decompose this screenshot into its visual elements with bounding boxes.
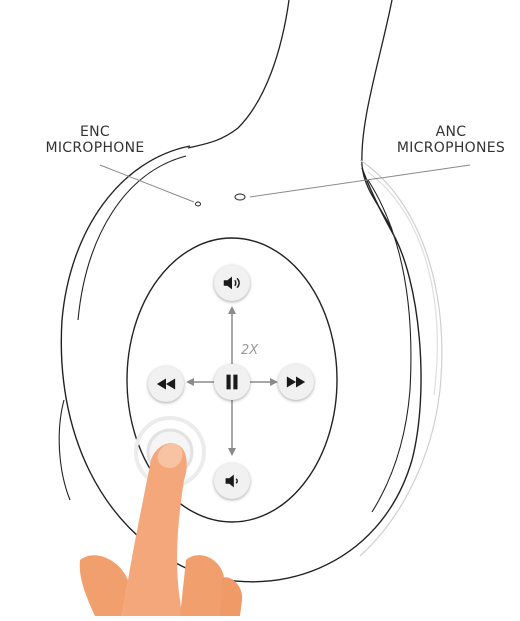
ear-cup-inner-edge: [77, 155, 187, 321]
fingernail: [157, 443, 183, 468]
volume-up-button[interactable]: [214, 265, 250, 301]
knuckle-1: [180, 555, 224, 616]
knuckle-2: [220, 577, 243, 616]
rewind-icon: [156, 378, 176, 390]
volume-down-icon: [225, 474, 238, 488]
arrow-right-head: [270, 378, 278, 386]
gesture-arrows: [186, 306, 278, 456]
enc-label-line2: MICROPHONE: [45, 140, 145, 156]
anc-label-line2: MICROPHONES: [396, 140, 506, 156]
pause-icon: [226, 374, 238, 390]
arrow-left-head: [186, 378, 194, 386]
fast-forward-icon: [286, 376, 306, 388]
enc-label-line1: ENC: [80, 124, 110, 140]
hand-palm: [79, 555, 128, 616]
next-track-button[interactable]: [278, 364, 314, 400]
ear-cup-side-edge: [367, 179, 412, 513]
enc-microphone-label: ENC MICROPHONE: [40, 124, 150, 156]
previous-track-button[interactable]: [148, 366, 184, 402]
ear-cup-back-shell: [359, 159, 443, 557]
anc-leader-line: [249, 164, 471, 198]
enc-leader-line: [99, 164, 195, 203]
enc-mic-hole: [195, 201, 201, 207]
headband-inner: [187, 0, 290, 149]
volume-up-icon: [223, 276, 240, 290]
touch-panel: [126, 237, 338, 523]
ear-cup-back-shell-2: [367, 171, 438, 396]
double-tap-label: 2X: [241, 343, 259, 358]
arrow-up-head: [228, 306, 236, 314]
play-pause-button[interactable]: [214, 364, 250, 400]
anc-label-line1: ANC: [435, 124, 467, 140]
ear-cup-outer: [60, 145, 422, 583]
anc-microphones-label: ANC MICROPHONES: [386, 124, 516, 156]
index-finger: [122, 443, 187, 616]
arrow-down-head: [228, 448, 236, 456]
volume-down-button[interactable]: [214, 463, 250, 499]
side-button: [58, 399, 71, 501]
anc-mic-hole: [234, 193, 246, 201]
finger-hand: [79, 443, 243, 616]
